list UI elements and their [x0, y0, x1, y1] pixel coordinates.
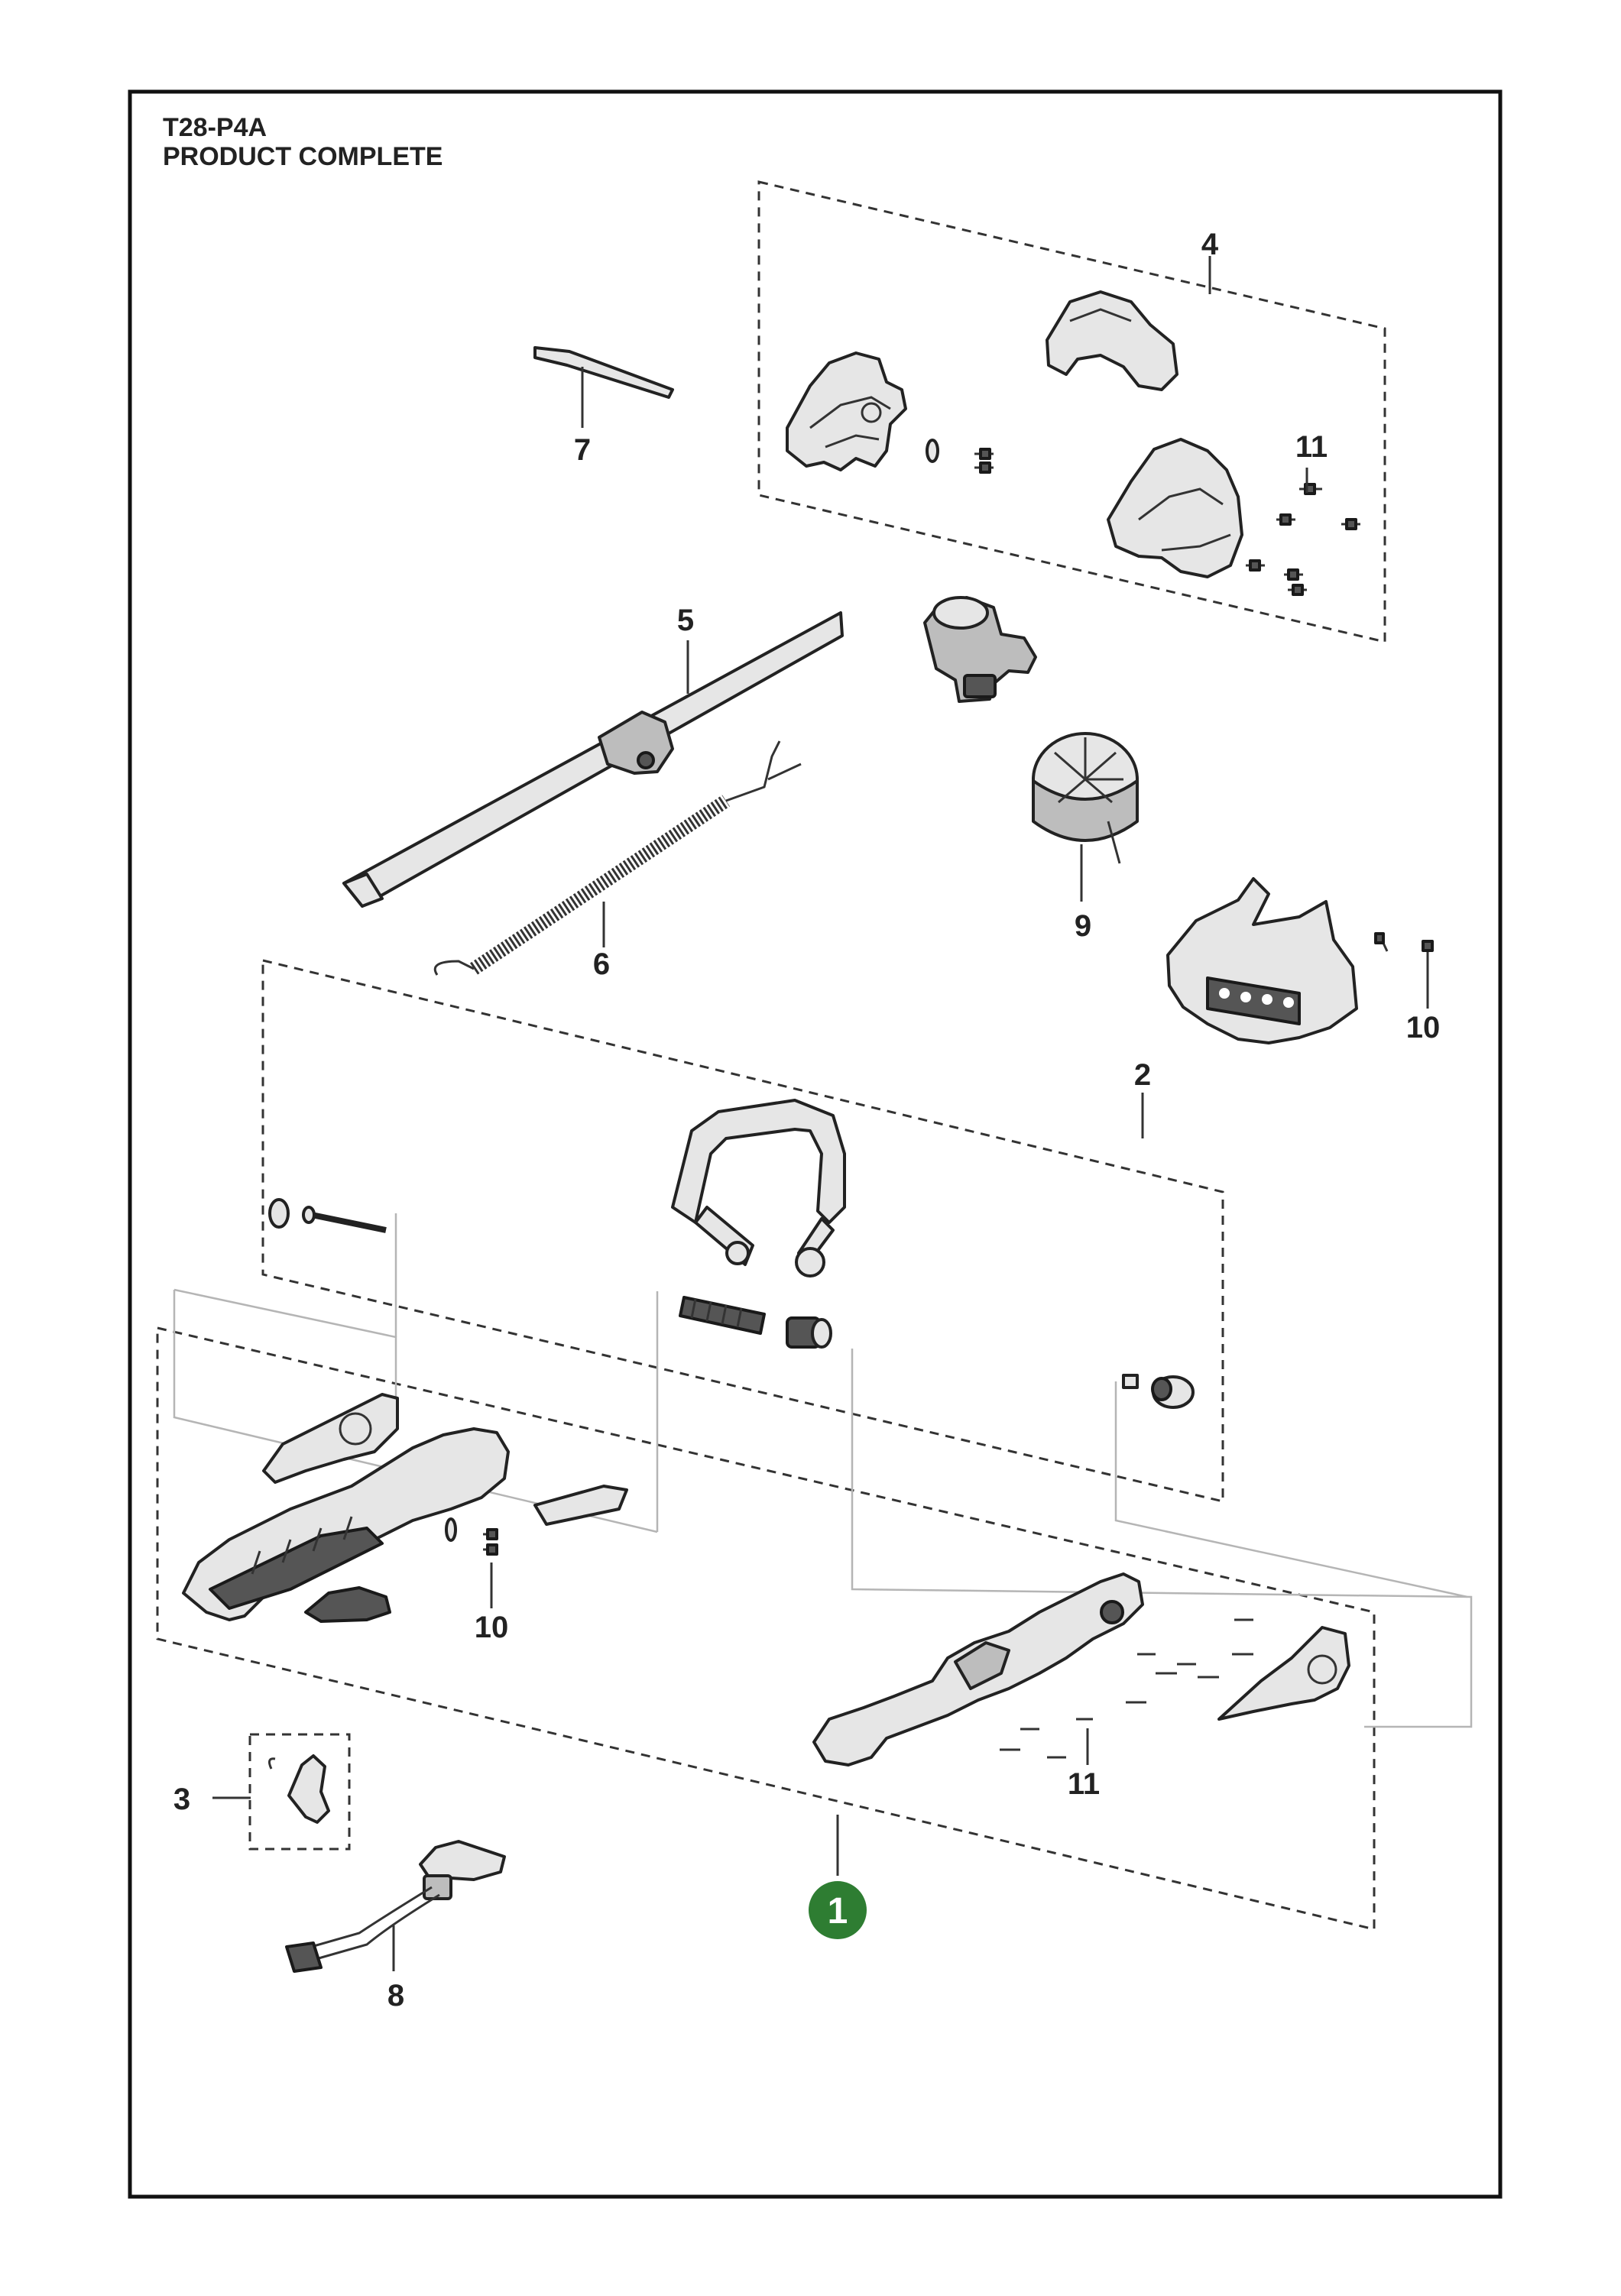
- nut: [786, 1316, 832, 1349]
- motor: [923, 596, 1037, 703]
- part-8-harness: [285, 1840, 506, 1973]
- callout-11-housing: 11: [1068, 1767, 1100, 1801]
- part-1-trigger-cover: [1217, 1626, 1350, 1721]
- callout-4: 4: [1201, 228, 1219, 261]
- callout-10-housing: 10: [475, 1611, 509, 1644]
- callout-8: 8: [387, 1979, 404, 2013]
- diagram-subtitle: PRODUCT COMPLETE: [163, 142, 443, 171]
- callout-10-guard: 10: [1406, 1011, 1441, 1044]
- part-3-switch: [212, 1754, 330, 1824]
- part-1-housing-cover: [262, 1393, 399, 1484]
- group-box-4: [757, 180, 1386, 643]
- part-1-cap-small: [533, 1485, 628, 1526]
- group-box-2: [261, 959, 1224, 1503]
- part-5-shaft: [342, 611, 844, 908]
- part-2-handle-bow: [671, 1099, 846, 1278]
- part-4-guard-housing-left: [786, 351, 907, 471]
- part-9-fan: [1032, 732, 1139, 902]
- part-1-screws: [445, 1517, 1253, 1765]
- group-box-3: [248, 1733, 351, 1851]
- part-6-spring-cable: [433, 740, 802, 976]
- part-1-cap-low: [304, 1586, 391, 1623]
- group-box-1: [156, 1326, 1376, 1931]
- part-1-housing-right: [812, 1572, 1144, 1767]
- callout-1: 1: [828, 1891, 848, 1932]
- callout-1-badge: [809, 1881, 867, 1939]
- callout-5: 5: [677, 604, 694, 637]
- part-1-housing-left: [182, 1427, 510, 1621]
- callout-6: 6: [593, 947, 610, 981]
- callout-11-guard: 11: [1295, 430, 1328, 464]
- part-4-cover: [1046, 290, 1178, 391]
- part-2-knob: [1122, 1374, 1195, 1409]
- part-10-guard: [1166, 877, 1434, 1044]
- grip: [679, 1296, 766, 1335]
- model-title: T28-P4A: [163, 113, 267, 142]
- callout-9: 9: [1075, 909, 1091, 943]
- callout-7: 7: [574, 433, 591, 467]
- assembly-guides: [173, 1213, 1473, 1728]
- callout-2: 2: [1134, 1058, 1151, 1092]
- part-2-bolt: [268, 1198, 387, 1233]
- page-border: [128, 89, 1503, 2199]
- part-4-screws: [926, 439, 1360, 596]
- part-7-clip: [533, 346, 674, 428]
- part-4-guard-housing-right: [1107, 438, 1243, 578]
- callout-3: 3: [173, 1783, 190, 1816]
